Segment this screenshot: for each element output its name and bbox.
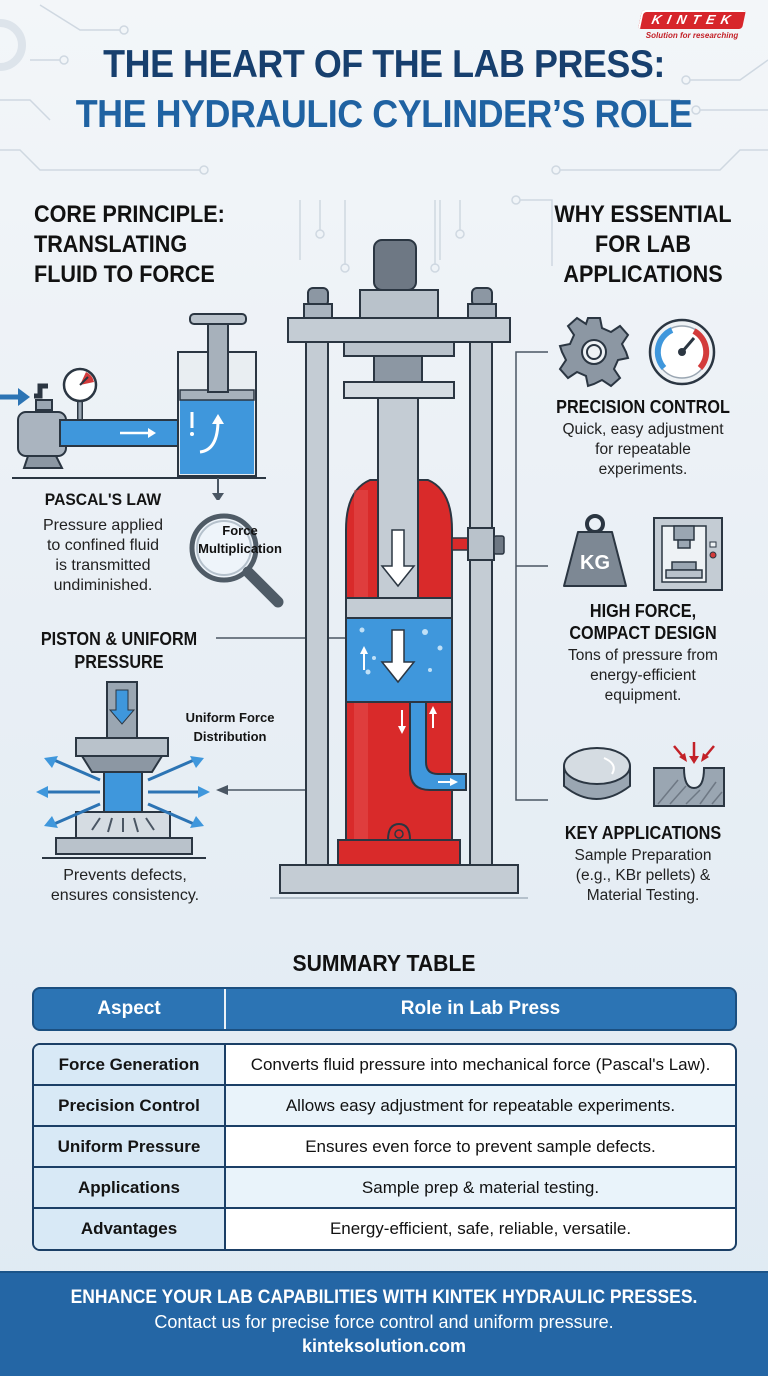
pascal-pump-illustration (0, 313, 266, 500)
gear-icon (558, 316, 630, 388)
features-bracket-line (515, 351, 548, 801)
pellet-icon (563, 747, 631, 800)
text-line: equipment. (604, 687, 682, 704)
header-role: Role in Lab Press (400, 998, 561, 1019)
feature-title: COMPACT DESIGN (569, 623, 717, 643)
aspect-cell: Applications (34, 1168, 226, 1207)
text-line: Tons of pressure from (568, 647, 718, 664)
footer-banner: ENHANCE YOUR LAB CAPABILITIES WITH KINTE… (0, 1271, 768, 1376)
heading-line: FOR LAB (595, 231, 691, 258)
heading-line: FLUID TO FORCE (34, 261, 215, 288)
footer-subline: Contact us for precise force control and… (154, 1312, 614, 1332)
text-line: Prevents defects, (63, 867, 187, 884)
table-row: Advantages Energy-efficient, safe, relia… (34, 1209, 735, 1249)
page-title: THE HEART OF THE LAB PRESS: THE HYDRAULI… (0, 40, 768, 140)
aspect-cell: Force Generation (34, 1045, 226, 1084)
text-line: Force (222, 523, 258, 538)
text-line: ensures consistency. (50, 887, 200, 904)
table-row: Force Generation Converts fluid pressure… (34, 1045, 735, 1086)
header-aspect: Aspect (34, 989, 226, 1029)
feature-precision-control: PRECISION CONTROL Quick, easy adjustment… (533, 396, 753, 480)
heading-line: TRANSLATING (34, 231, 188, 258)
pressure-gauge-icon (62, 367, 98, 425)
table-row: Uniform Pressure Ensures even force to p… (34, 1127, 735, 1168)
feature-title: HIGH FORCE, (589, 601, 697, 621)
applications-icons (563, 742, 725, 807)
pascals-law-text: Pressure applied to confined fluid is tr… (30, 516, 176, 596)
role-cell: Allows easy adjustment for repeatable ex… (226, 1086, 735, 1125)
inlet-arrow-icon (0, 388, 30, 406)
role-cell: Ensures even force to prevent sample def… (305, 1136, 656, 1156)
magnifier-icon (189, 513, 284, 608)
summary-table-title: SUMMARY TABLE (292, 950, 476, 976)
text-line: (e.g., KBr pellets) & (575, 867, 711, 884)
role-cell: Energy-efficient, safe, reliable, versat… (329, 1219, 632, 1238)
table-row: Precision Control Allows easy adjustment… (34, 1086, 735, 1127)
title-line-2: THE HYDRAULIC CYLINDER’S ROLE (75, 93, 693, 136)
feature-title: PRECISION CONTROL (556, 397, 730, 417)
text-line: Multiplication (198, 541, 282, 556)
text-line: is transmitted (55, 557, 151, 574)
footer-website-link[interactable]: kinteksolution.com (301, 1336, 467, 1356)
press-machine-icon (653, 517, 723, 591)
text-line: PISTON & UNIFORM (40, 629, 198, 649)
footer-headline: ENHANCE YOUR LAB CAPABILITIES WITH KINTE… (70, 1287, 698, 1308)
text-line: Sample Preparation (574, 847, 712, 864)
core-principle-heading: CORE PRINCIPLE: TRANSLATING FLUID TO FOR… (34, 200, 225, 290)
kintek-logo: KINTEK Solution for researching (622, 10, 762, 40)
heading-line: CORE PRINCIPLE: (34, 201, 225, 228)
hydraulic-press-illustration (270, 239, 528, 899)
feature-description: Sample Preparation (e.g., KBr pellets) &… (533, 846, 753, 906)
logo-wordmark: KINTEK (637, 10, 747, 29)
text-line: Uniform Force (185, 710, 275, 725)
title-line-1: THE HEART OF THE LAB PRESS: (103, 43, 665, 86)
aspect-cell: Precision Control (34, 1086, 226, 1125)
logo-tagline: Solution for researching (645, 31, 739, 40)
text-line: PRESSURE (74, 652, 164, 672)
prevents-defects-caption: Prevents defects, ensures consistency. (30, 866, 220, 906)
text-line: undiminished. (53, 577, 153, 594)
aspect-cell: Uniform Pressure (34, 1127, 226, 1166)
high-force-icons: KG (563, 514, 723, 591)
text-line: Distribution (193, 729, 267, 744)
aspect-cell: Advantages (34, 1209, 226, 1249)
feature-description: Quick, easy adjustment for repeatable ex… (533, 420, 753, 480)
feature-title: KEY APPLICATIONS (564, 823, 722, 843)
heading-line: APPLICATIONS (563, 261, 723, 288)
role-cell: Converts fluid pressure into mechanical … (250, 1054, 711, 1074)
feature-key-applications: KEY APPLICATIONS Sample Preparation (e.g… (533, 822, 753, 906)
summary-table-body: Force Generation Converts fluid pressure… (32, 1043, 737, 1251)
text-line: Quick, easy adjustment (562, 421, 724, 438)
heading-line: WHY ESSENTIAL (554, 201, 732, 228)
role-cell: Sample prep & material testing. (226, 1168, 735, 1207)
piston-uniform-pressure-title: PISTON & UNIFORM PRESSURE (34, 628, 205, 674)
pascals-law-title: PASCAL'S LAW (44, 490, 162, 509)
uniform-force-distribution-label: Uniform Force Distribution (170, 708, 290, 746)
text-line: for repeatable (595, 441, 691, 458)
text-line: Pressure applied (42, 517, 164, 534)
precision-icons (558, 316, 716, 388)
feature-high-force-compact-design: HIGH FORCE, COMPACT DESIGN Tons of press… (533, 600, 753, 706)
text-line: experiments. (598, 461, 688, 478)
text-line: energy-efficient (590, 667, 696, 684)
force-multiplication-label: Force Multiplication (180, 522, 300, 558)
summary-table-header: Aspect Role in Lab Press (32, 987, 737, 1031)
kg-label: KG (580, 552, 610, 574)
uniform-press-illustration (36, 681, 210, 859)
text-line: Material Testing. (586, 887, 700, 904)
text-line: to confined fluid (46, 537, 160, 554)
table-row: Applications Sample prep & material test… (34, 1168, 735, 1209)
feature-description: Tons of pressure from energy-efficient e… (533, 646, 753, 706)
kg-weight-icon: KG (563, 514, 627, 587)
gauge-icon (648, 318, 716, 386)
material-indent-icon (653, 742, 725, 807)
why-essential-heading: WHY ESSENTIAL FOR LAB APPLICATIONS (550, 200, 735, 290)
